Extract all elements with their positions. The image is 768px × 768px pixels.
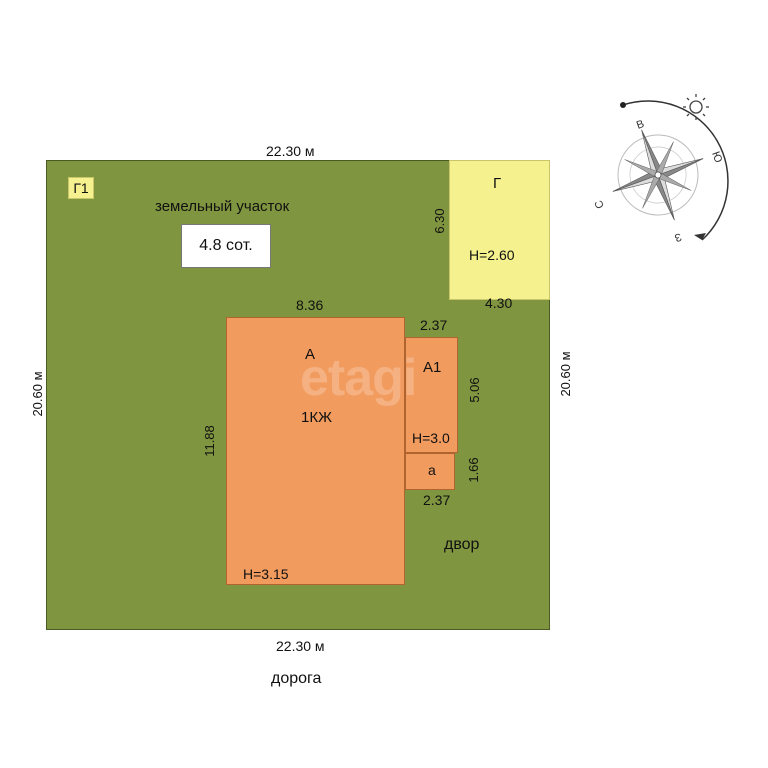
house-extension	[405, 337, 458, 453]
garage-side: 6.30	[432, 208, 447, 234]
road-label: дорога	[271, 670, 322, 687]
compass-rose-icon: В Ю З С	[593, 94, 729, 244]
porch-label: а	[428, 462, 436, 478]
extension-height: H=3.0	[412, 430, 450, 446]
plot-right-height: 20.60 м	[558, 351, 573, 397]
house-type: 1КЖ	[301, 409, 332, 426]
porch	[405, 453, 455, 490]
plot-area: 4.8 сот.	[181, 224, 271, 268]
plot-top-width: 22.30 м	[266, 143, 315, 159]
plot-title: земельный участок	[155, 198, 290, 215]
garage-building	[449, 160, 550, 300]
compass-letter-east: В	[635, 118, 646, 132]
house-main	[226, 317, 405, 585]
porch-bottom-dimension: 2.37	[423, 492, 451, 508]
yard-label: двор	[444, 536, 480, 553]
plot-bottom-width: 22.30 м	[276, 638, 325, 654]
house-side-dimension: 11.88	[202, 425, 217, 457]
plot-left-height: 20.60 м	[30, 371, 45, 417]
extension-label: А1	[423, 359, 442, 376]
compass-letter-south: Ю	[709, 150, 724, 165]
porch-side-dimension: 1.66	[466, 457, 481, 483]
plot-tag: Г1	[68, 177, 94, 199]
house-top-dimension: 8.36	[296, 297, 324, 313]
extension-top-dimension: 2.37	[420, 317, 448, 333]
house-label: А	[305, 346, 316, 363]
garage-height: H=2.60	[469, 247, 515, 263]
watermark: etagi	[300, 349, 417, 407]
compass-letter-north: С	[593, 198, 607, 210]
extension-side-dimension: 5.06	[467, 377, 482, 403]
garage-bottom: 4.30	[485, 295, 513, 311]
sun-icon	[683, 94, 709, 120]
garage-label: Г	[493, 175, 502, 192]
house-height: H=3.15	[243, 566, 289, 582]
compass-letter-west: З	[672, 230, 683, 244]
